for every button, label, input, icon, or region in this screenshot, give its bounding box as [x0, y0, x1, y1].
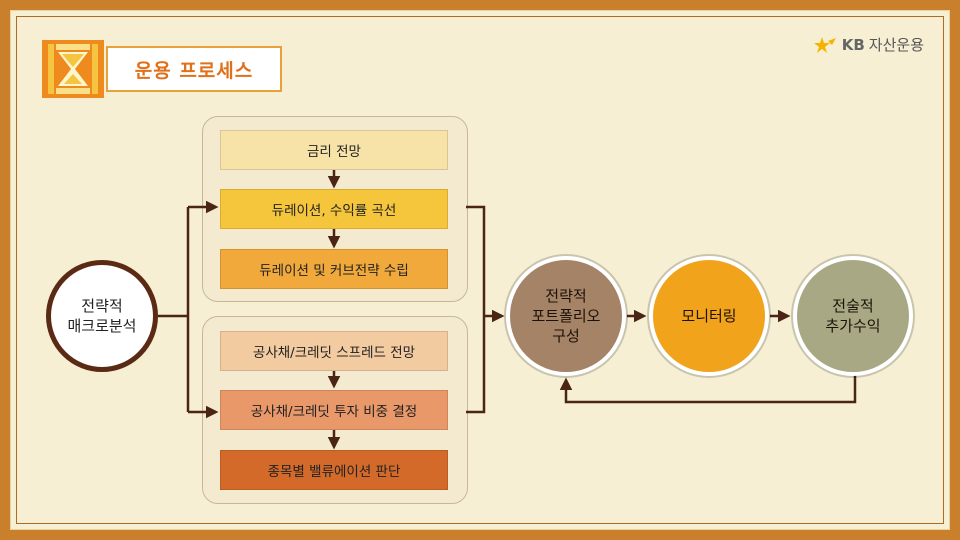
duration-curve-step: 듀레이션, 수익률 곡선: [220, 189, 448, 229]
portfolio-line-2: 포트폴리오: [531, 306, 601, 325]
logo-kb: KB: [841, 35, 865, 54]
valuation-step: 종목별 밸류에이션 판단: [220, 450, 448, 490]
tactical-alpha-node: 전술적 추가수익: [793, 256, 913, 376]
allocation-step: 공사채/크레딧 투자 비중 결정: [220, 390, 448, 430]
spread-outlook-step: 공사채/크레딧 스프레드 전망: [220, 331, 448, 371]
alpha-line-2: 추가수익: [825, 317, 881, 335]
portfolio-line-1: 전략적: [545, 286, 587, 305]
macro-analysis-node: 전략적 매크로분석: [46, 260, 158, 372]
page-title: 운용 프로세스: [106, 46, 282, 92]
duration-strategy-step: 듀레이션 및 커브전략 수립: [220, 249, 448, 289]
portfolio-node: 전략적 포트폴리오 구성: [506, 256, 626, 376]
kb-logo: KB 자산운용: [812, 34, 924, 55]
rate-outlook-step: 금리 전망: [220, 130, 448, 170]
slide-background: [10, 10, 950, 530]
star-icon: [813, 36, 836, 53]
portfolio-line-3: 구성: [552, 327, 580, 346]
title-block: 운용 프로세스: [42, 40, 282, 98]
monitoring-node: 모니터링: [649, 256, 769, 376]
alpha-line-1: 전술적: [832, 296, 874, 315]
macro-line-2: 매크로분석: [67, 317, 137, 335]
hourglass-icon: [42, 40, 104, 98]
logo-name: 자산운용: [868, 36, 924, 54]
macro-line-1: 전략적: [81, 296, 123, 315]
monitoring-label: 모니터링: [681, 306, 737, 325]
